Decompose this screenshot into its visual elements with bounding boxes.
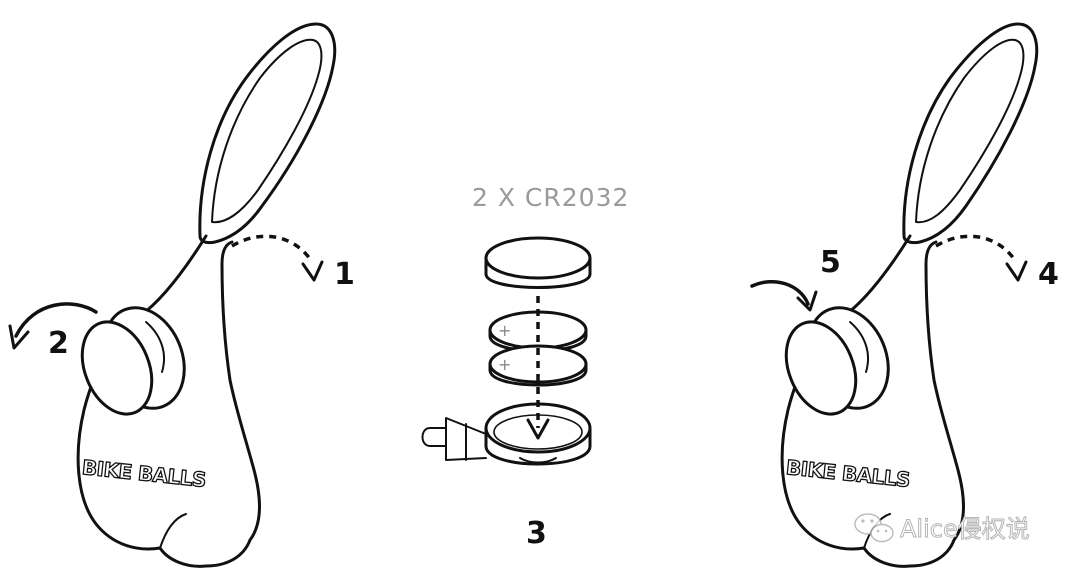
step-1-label: 1 bbox=[334, 257, 355, 292]
step-4-label: 4 bbox=[1038, 257, 1059, 292]
battery-2-plus-symbol: + bbox=[498, 355, 511, 374]
step-3-label: 3 bbox=[526, 516, 547, 551]
arrow-5 bbox=[750, 280, 810, 306]
left-cap bbox=[80, 306, 186, 416]
right-brand-logo: BIKE BALLS bbox=[785, 455, 911, 492]
right-device: BIKE BALLS bbox=[780, 22, 1039, 568]
step-5-label: 5 bbox=[820, 245, 841, 280]
left-brand-logo: BIKE BALLS bbox=[81, 455, 207, 492]
battery-1-plus-symbol: + bbox=[498, 321, 511, 340]
left-strap-loop bbox=[198, 22, 337, 245]
watermark: Alice侵权说 bbox=[854, 513, 1030, 543]
left-device: BIKE BALLS bbox=[76, 22, 337, 568]
battery-assembly: + + bbox=[421, 236, 592, 466]
left-strap-inner bbox=[211, 38, 323, 224]
battery-spec-label: 2 X CR2032 bbox=[472, 183, 629, 212]
right-cap bbox=[784, 306, 890, 416]
battery-cover bbox=[484, 236, 592, 289]
right-strap-inner bbox=[915, 38, 1025, 224]
arrow-2-head bbox=[8, 324, 30, 350]
step-2-label: 2 bbox=[48, 326, 69, 361]
battery-insertion-arrow-head bbox=[526, 418, 550, 440]
arrow-1-head bbox=[301, 260, 324, 282]
watermark-text: Alice侵权说 bbox=[900, 515, 1030, 543]
right-strap-loop bbox=[902, 22, 1039, 245]
arrow-4 bbox=[935, 234, 1018, 263]
arrow-2 bbox=[14, 302, 98, 338]
arrow-5-head bbox=[796, 290, 818, 312]
left-body-crease bbox=[159, 513, 187, 549]
arrow-4-head bbox=[1005, 260, 1028, 282]
arrow-1 bbox=[231, 234, 314, 263]
wechat-icon bbox=[854, 513, 894, 543]
battery-holder-base bbox=[421, 402, 592, 466]
